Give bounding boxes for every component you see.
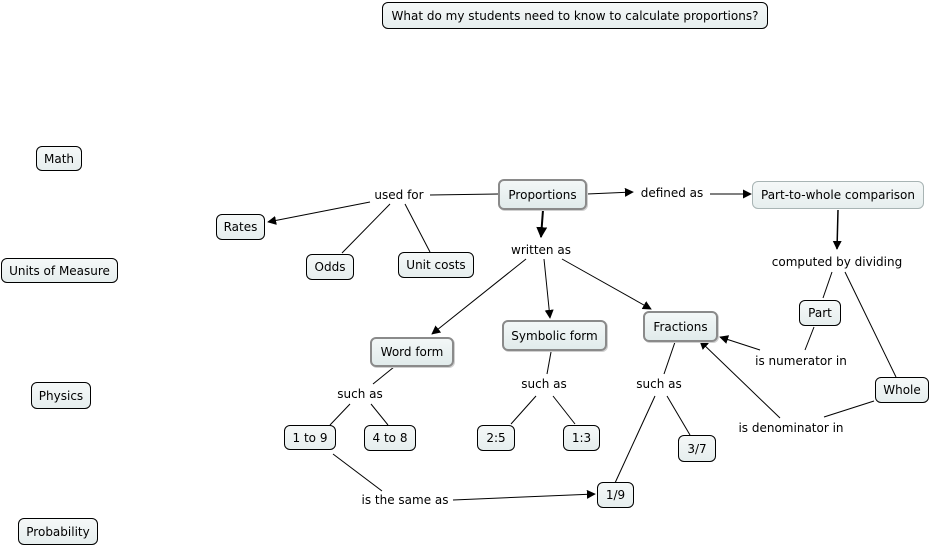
question-text: What do my students need to know to calc… xyxy=(391,8,759,23)
physics-text: Physics xyxy=(38,388,84,403)
line-suchas-19 xyxy=(614,395,656,484)
line-suchas-37 xyxy=(666,395,691,436)
line-suchas-4to8 xyxy=(370,403,389,426)
rates-node[interactable]: Rates xyxy=(216,214,265,240)
one-to-nine-node[interactable]: 1 to 9 xyxy=(284,425,336,450)
fractions-node[interactable]: Fractions xyxy=(643,311,718,342)
link-such-as-word: such as xyxy=(335,387,385,401)
line-writtenas-fractions xyxy=(561,258,652,310)
part-to-whole-text: Part-to-whole comparison xyxy=(761,188,915,202)
line-suchas-25 xyxy=(510,395,537,425)
link-is-denominator-in: is denominator in xyxy=(736,421,846,435)
physics-node[interactable]: Physics xyxy=(31,382,91,409)
link-used-for: used for xyxy=(372,188,426,202)
one-three-node[interactable]: 1:3 xyxy=(563,425,600,451)
whole-text: Whole xyxy=(883,383,921,397)
question-node[interactable]: What do my students need to know to calc… xyxy=(382,2,768,29)
proportions-text: Proportions xyxy=(508,187,577,202)
line-whole-denominator xyxy=(823,400,875,418)
line-part-numerator xyxy=(804,326,815,351)
fractions-text: Fractions xyxy=(653,319,708,334)
link-computed-by-dividing: computed by dividing xyxy=(769,255,905,269)
part-text: Part xyxy=(808,306,832,320)
line-sameas-19 xyxy=(452,489,596,501)
line-numerator-fractions xyxy=(719,335,761,351)
line-usedfor-odds xyxy=(341,203,391,254)
three-seven-text: 3/7 xyxy=(687,441,707,456)
one-ninth-node[interactable]: 1/9 xyxy=(597,482,634,508)
three-seven-node[interactable]: 3/7 xyxy=(678,435,716,462)
line-denominator-fractions xyxy=(699,340,781,419)
two-five-node[interactable]: 2:5 xyxy=(477,425,515,451)
four-to-eight-node[interactable]: 4 to 8 xyxy=(364,425,416,451)
line-proportions-usedfor xyxy=(429,193,499,196)
two-five-text: 2:5 xyxy=(486,431,506,445)
line-fractions-suchas xyxy=(663,341,676,375)
word-form-text: Word form xyxy=(380,345,444,359)
probability-node[interactable]: Probability xyxy=(18,518,98,545)
math-text: Math xyxy=(43,151,75,166)
link-defined-as: defined as xyxy=(638,186,706,200)
one-to-nine-text: 1 to 9 xyxy=(292,430,328,445)
link-such-as-symbolic: such as xyxy=(519,377,569,391)
odds-node[interactable]: Odds xyxy=(306,254,354,280)
line-1to9-sameas xyxy=(332,453,383,492)
whole-node[interactable]: Whole xyxy=(875,377,929,403)
line-proportions-writtenas xyxy=(536,209,548,239)
one-ninth-text: 1/9 xyxy=(605,488,626,502)
part-node[interactable]: Part xyxy=(799,300,841,326)
line-wordform-suchas xyxy=(372,366,395,385)
units-of-measure-node[interactable]: Units of Measure xyxy=(1,258,118,283)
word-form-node[interactable]: Word form xyxy=(370,337,454,367)
line-usedfor-unitcosts xyxy=(404,203,431,253)
odds-text: Odds xyxy=(314,260,346,274)
part-to-whole-node[interactable]: Part-to-whole comparison xyxy=(752,181,924,209)
link-is-numerator-in: is numerator in xyxy=(753,354,849,368)
rates-text: Rates xyxy=(223,220,258,234)
line-computed-whole xyxy=(844,271,897,378)
line-parttowhole-computed xyxy=(832,209,842,250)
unit-costs-text: Unit costs xyxy=(406,258,466,272)
units-of-measure-text: Units of Measure xyxy=(9,263,110,278)
proportions-node[interactable]: Proportions xyxy=(498,179,587,210)
one-three-text: 1:3 xyxy=(571,431,592,445)
symbolic-form-node[interactable]: Symbolic form xyxy=(502,320,607,351)
line-suchas-1to9 xyxy=(329,403,351,426)
math-node[interactable]: Math xyxy=(36,146,82,171)
probability-text: Probability xyxy=(26,524,90,539)
line-writtenas-wordform xyxy=(431,258,527,335)
unit-costs-node[interactable]: Unit costs xyxy=(398,252,474,278)
four-to-eight-text: 4 to 8 xyxy=(372,431,408,445)
line-usedfor-rates xyxy=(267,201,371,225)
link-such-as-fractions: such as xyxy=(634,377,684,391)
line-symbolic-suchas xyxy=(546,351,552,375)
symbolic-form-text: Symbolic form xyxy=(511,328,598,343)
link-is-the-same-as: is the same as xyxy=(359,493,451,507)
line-computed-part xyxy=(822,271,833,299)
link-written-as: written as xyxy=(509,243,573,257)
line-suchas-13 xyxy=(552,395,576,425)
line-proportions-definedas xyxy=(586,187,634,197)
line-writtenas-symbolic xyxy=(543,258,554,319)
